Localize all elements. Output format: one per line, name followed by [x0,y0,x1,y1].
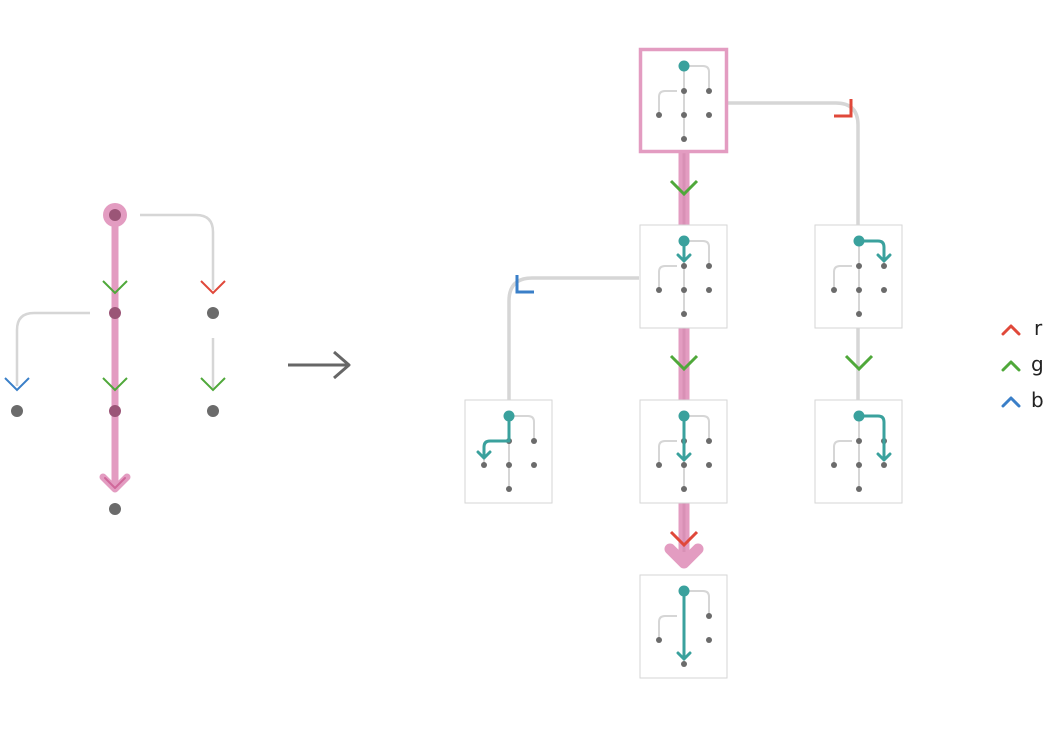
blue-edge-marker [4,377,30,392]
legend-label: b [1031,388,1044,412]
blue-edge-marker [515,275,534,294]
legend-label: r [1034,316,1043,340]
green-edge-marker [669,179,699,197]
blue-marker-icon [1001,396,1021,408]
tree-edge [140,213,215,290]
red-edge-marker [200,280,226,295]
tree-edge [15,311,90,386]
green-edge-marker [844,354,874,372]
mini-tree-rg [831,410,892,492]
mini-tree-r [831,235,892,317]
legend-label: g [1031,352,1044,376]
state-edge [507,276,639,400]
tree-node [11,405,23,417]
mini-tree-gg [656,410,712,492]
search-graph [464,47,903,679]
source-tree [4,203,226,515]
red-edge-marker [669,530,699,548]
tree-node [207,307,219,319]
tree-node [109,209,121,221]
green-edge-marker [669,354,699,372]
mini-tree-root [656,60,712,142]
transform-arrow [288,350,351,380]
state-edge [727,101,860,225]
red-marker-icon [1001,324,1021,336]
red-edge-marker [834,99,853,118]
tree-node [109,307,121,319]
legend-item-g: g [1001,352,1044,376]
tree-node [109,503,121,515]
highlight-arrowhead-inner [104,477,126,489]
tree-node [109,405,121,417]
green-edge-marker [102,377,128,392]
legend: r g b [1001,316,1044,412]
legend-item-b: b [1001,388,1044,412]
mini-tree-gb [476,410,537,492]
green-marker-icon [1001,360,1021,372]
tree-node [207,405,219,417]
mini-tree-g [656,235,712,317]
green-edge-marker [102,280,128,295]
green-edge-marker [200,377,226,392]
mini-tree-ggr [656,585,712,667]
legend-item-r: r [1001,316,1043,340]
highlight-arrowhead [664,543,704,569]
